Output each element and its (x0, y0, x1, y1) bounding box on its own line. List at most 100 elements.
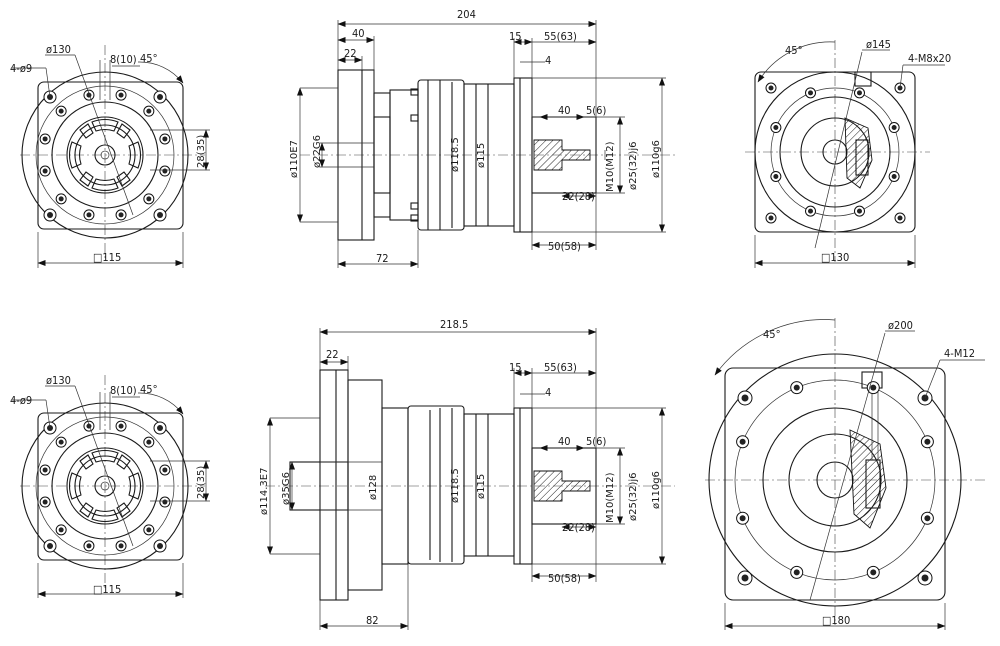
square-label: □130 (821, 251, 849, 264)
bolt-hole-core (146, 108, 152, 114)
d-input-shaft: ø22G6 (312, 135, 323, 168)
bolt-hole-core (58, 439, 64, 445)
bolt-hole-core (793, 569, 800, 576)
stud (410, 202, 419, 210)
bolt-hole-core (808, 90, 814, 96)
bolt-hole-core (118, 543, 124, 549)
pcd-label: ø200 (888, 319, 913, 332)
offset-label: 28(35) (196, 135, 207, 168)
overall-length: 218.5 (440, 318, 468, 331)
shoulder-2: 4 (545, 54, 551, 67)
d-spigot: ø110g6 (651, 471, 662, 509)
bolt-hole-core (162, 467, 168, 473)
bolt-hole-core (118, 212, 124, 218)
d-thread: M10(M12) (605, 472, 616, 523)
bolt-hole-core (146, 439, 152, 445)
square-label: □180 (822, 614, 850, 627)
bolt-hole-core (891, 125, 897, 131)
shaft-offset: 22 (344, 47, 357, 60)
key-label: 8(10) (110, 53, 137, 66)
key-length: 40 (558, 435, 571, 448)
bolt-hole-core (793, 384, 800, 391)
d-spigot: ø110g6 (651, 140, 662, 178)
bolt-hole-core (739, 515, 746, 522)
bottom-side-view: 218.5 22 82 55(63) 15 4 40 5(6) 22(28) 5… (259, 318, 675, 630)
key-width: 5(6) (586, 104, 606, 117)
square-label: □115 (93, 583, 121, 596)
bottom-flange-view: 4-ø9 ø130 8(10) 45° 28(35) □115 (10, 374, 210, 598)
bolt-hole-core (86, 212, 92, 218)
top-side-view: 204 40 22 72 55(63) 15 4 40 5(6) 22(28) … (289, 8, 675, 268)
bolt-hole-core (58, 196, 64, 202)
bolt-hole-core (146, 196, 152, 202)
shaft-length: 55(63) (544, 361, 577, 374)
shoulder: 15 (509, 361, 522, 374)
holes-label: 4-ø9 (10, 62, 32, 75)
d-input-bore: ø114.3E7 (259, 468, 270, 515)
bolt-hole-core (870, 569, 877, 576)
angle-label: 45° (763, 328, 781, 341)
thread-label: 4-M12 (944, 347, 975, 360)
pcd-label: ø130 (46, 43, 71, 56)
angle-label: 45° (140, 52, 158, 65)
bolt-hole-core (118, 423, 124, 429)
bolt-hole-core (162, 499, 168, 505)
key-length: 40 (558, 104, 571, 117)
bolt-hole-core (58, 108, 64, 114)
top-output-view: 45° ø145 4-M8x20 □130 (745, 38, 951, 268)
pcd-label: ø130 (46, 374, 71, 387)
bolt-hole-core (42, 467, 48, 473)
bolt-hole-core (808, 208, 814, 214)
d-thread: M10(M12) (605, 141, 616, 192)
d-input-bore: ø110E7 (289, 140, 300, 178)
d-body: ø118.5 (450, 468, 461, 503)
top-flange-view: 4-ø9 ø130 8(10) 45° 28(35) □115 (10, 43, 210, 268)
shaft-offset: 22 (326, 348, 339, 361)
bottom-output-view: 45° ø200 4-M12 □180 (705, 318, 985, 630)
stud (410, 114, 419, 122)
bolt-hole-core (891, 173, 897, 179)
flange-length: 40 (352, 27, 365, 40)
d-body-2: ø115 (476, 143, 487, 168)
thread-depth: 22(28) (562, 190, 595, 203)
angle-label: 45° (785, 44, 803, 57)
bolt-hole-core (773, 173, 779, 179)
thread-label: 4-M8x20 (908, 52, 951, 65)
d-body-2: ø115 (476, 474, 487, 499)
shaft-length: 55(63) (544, 30, 577, 43)
bolt-hole-core (86, 543, 92, 549)
square-label: □115 (93, 251, 121, 264)
bolt-hole-core (42, 168, 48, 174)
bolt-hole-core (42, 499, 48, 505)
bolt-hole-core (162, 168, 168, 174)
bolt-hole-core (924, 438, 931, 445)
holes-label: 4-ø9 (10, 394, 32, 407)
body-length: 72 (376, 252, 389, 265)
offset-label: 28(35) (196, 466, 207, 499)
shoulder-2: 4 (545, 386, 551, 399)
output-length: 50(58) (548, 240, 581, 253)
bolt-hole-core (773, 125, 779, 131)
bolt-hole-core (739, 438, 746, 445)
d-output: ø25(32)j6 (628, 472, 639, 521)
d-input-shaft: ø35G6 (281, 472, 292, 505)
bolt-hole-core (870, 384, 877, 391)
pcd-label: ø145 (866, 38, 891, 51)
angle-label: 45° (140, 383, 158, 396)
bolt-hole-core (118, 92, 124, 98)
key-width: 5(6) (586, 435, 606, 448)
key-label: 8(10) (110, 384, 137, 397)
output-length: 50(58) (548, 572, 581, 585)
thread-depth: 22(28) (562, 521, 595, 534)
bolt-hole-core (856, 90, 862, 96)
body-length: 82 (366, 614, 379, 627)
bolt-hole-core (924, 515, 931, 522)
d-adapter: ø128 (368, 475, 379, 500)
d-body: ø118.5 (450, 137, 461, 172)
bolt-hole-core (42, 136, 48, 142)
bolt-hole-core (162, 136, 168, 142)
d-output: ø25(32)j6 (628, 141, 639, 190)
shoulder: 15 (509, 30, 522, 43)
bolt-hole-core (146, 527, 152, 533)
